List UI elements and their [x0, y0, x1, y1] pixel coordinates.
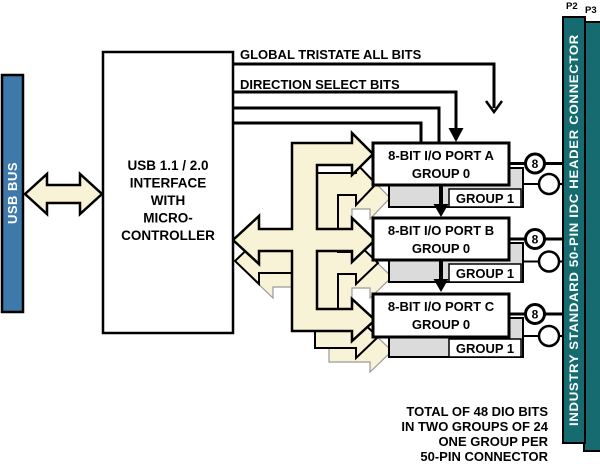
port-c-group1-node-icon [537, 324, 561, 348]
port-a-group1-label: GROUP 1 [456, 191, 514, 206]
chain-b-c-arrowhead-icon [433, 279, 449, 292]
direction-select-line [233, 90, 458, 129]
idc-connector-label: INDUSTRY STANDARD 50-PIN IDC HEADER CONN… [567, 34, 581, 426]
port-b-group1-node-icon [537, 250, 561, 273]
usb-double-arrow-icon [23, 171, 104, 217]
port-c-box [371, 292, 511, 339]
port-c-group0-label: GROUP 0 [412, 317, 470, 332]
port-a-group0-label: GROUP 0 [412, 166, 470, 181]
port-c-group1-label: GROUP 1 [456, 341, 514, 356]
port-a-box [371, 141, 511, 187]
controller-line-4: MICRO- [143, 211, 193, 226]
port-c-bit-count: 8 [532, 308, 539, 322]
usb-bus-bar [0, 73, 25, 314]
global-tristate-line [233, 62, 496, 108]
port-chain-arrows [433, 185, 449, 292]
controller-label: USB 1.1 / 2.0 INTERFACE WITH MICRO- CONT… [121, 158, 215, 243]
controller-line-3: WITH [151, 193, 186, 208]
port-boxes: 8-BIT I/O PORT A GROUP 0 8-BIT I/O PORT … [371, 141, 511, 339]
p2-connector-bar [562, 16, 586, 444]
port-b-group0-label: GROUP 0 [412, 241, 470, 256]
note-line-4: 50-PIN CONNECTOR [420, 449, 548, 464]
port-b-bit-circle-icon [524, 228, 546, 250]
port-b-group1-label: GROUP 1 [456, 266, 514, 281]
controller-line-2: INTERFACE [130, 176, 207, 191]
data-bus-arrows [231, 129, 393, 374]
idc-connectors: INDUSTRY STANDARD 50-PIN IDC HEADER CONN… [562, 1, 600, 452]
port-a-title: 8-BIT I/O PORT A [388, 148, 494, 163]
group0-bus-arrow [231, 129, 377, 344]
note-line-1: TOTAL OF 48 DIO BITS [406, 404, 548, 419]
direction-select-label: DIRECTION SELECT BITS [240, 77, 400, 92]
chain-a-b-arrowhead-icon [433, 204, 449, 217]
port-a-bit-circle-icon [524, 152, 546, 175]
note-line-2: IN TWO GROUPS OF 24 [401, 419, 548, 434]
control-line-4 [233, 121, 423, 143]
controller-line-5: CONTROLLER [121, 228, 215, 243]
signal-lines [233, 62, 504, 143]
note-line-3: ONE GROUP PER [438, 434, 548, 449]
port-c-title: 8-BIT I/O PORT C [388, 299, 495, 314]
global-tristate-label: GLOBAL TRISTATE ALL BITS [240, 47, 422, 62]
port-b-bit-count: 8 [532, 233, 539, 247]
direction-arrowhead-icon [448, 128, 464, 142]
port-a-group1-label-box [448, 188, 522, 208]
p3-connector-bar [583, 21, 600, 452]
port-b-group1-label-box [448, 263, 522, 283]
controller-line-1: USB 1.1 / 2.0 [127, 158, 208, 173]
port-c-bit-circle-icon [524, 303, 546, 325]
usb-bus-label: USB BUS [5, 162, 20, 224]
tristate-open-arrowhead-icon [484, 100, 504, 115]
port-c-group1-label-box [448, 338, 522, 358]
port-connector-wires: 8 8 8 [509, 152, 566, 348]
controller-box [101, 50, 235, 335]
p2-label: P2 [566, 1, 578, 12]
dio-note: TOTAL OF 48 DIO BITS IN TWO GROUPS OF 24… [401, 404, 548, 464]
port-a-bit-count: 8 [532, 157, 539, 171]
port-a-group1-node-icon [537, 172, 561, 196]
p3-label: P3 [585, 5, 597, 16]
control-line-3 [233, 106, 441, 143]
port-b-title: 8-BIT I/O PORT B [388, 223, 494, 238]
